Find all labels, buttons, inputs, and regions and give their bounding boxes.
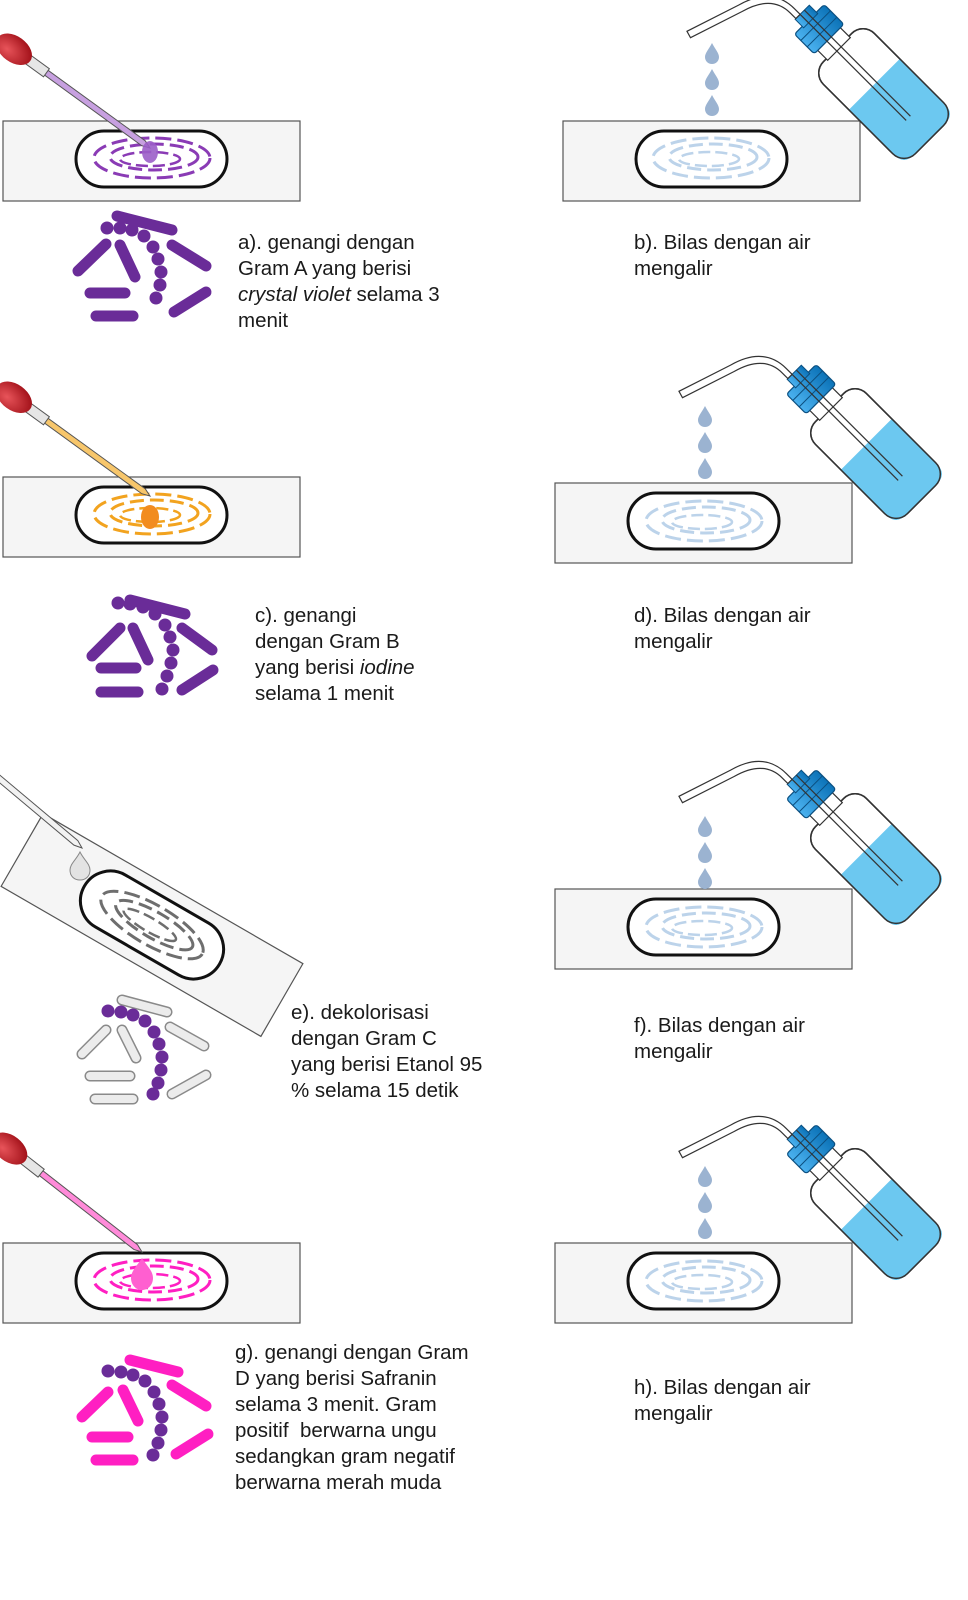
caption-emphasis: crystal violet xyxy=(238,283,351,306)
caption-f: f). Bilas dengan air mengalir xyxy=(634,1013,894,1065)
caption-line: mengalir xyxy=(634,1040,713,1063)
caption-d: d). Bilas dengan air mengalir xyxy=(634,603,894,655)
caption-b: b). Bilas dengan air mengalir xyxy=(634,230,894,282)
smear-outline xyxy=(634,129,789,189)
caption-line: d). Bilas dengan air xyxy=(634,604,811,627)
caption-text: yang berisi xyxy=(255,656,360,679)
bacteria-a xyxy=(72,210,212,322)
caption-line: e). dekolorisasi xyxy=(291,1001,429,1024)
water-drops xyxy=(698,406,712,479)
water-drops xyxy=(705,43,719,116)
dropper xyxy=(0,1132,144,1253)
caption-emphasis: iodine xyxy=(359,656,415,679)
water-drops xyxy=(698,1166,712,1239)
smear-outline xyxy=(626,897,781,957)
caption-line: b). Bilas dengan air xyxy=(634,231,811,254)
caption-line: c). genangi xyxy=(255,604,357,627)
caption-line: selama 1 menit xyxy=(255,682,395,705)
dropper xyxy=(0,33,152,149)
step-e-illustration xyxy=(0,761,304,1038)
step-f-illustration xyxy=(554,702,948,974)
caption-line: yang berisi Etanol 95 xyxy=(291,1053,483,1076)
caption-line: % selama 15 detik xyxy=(291,1079,459,1102)
stain-drop xyxy=(131,1258,153,1290)
caption-line: dengan Gram C xyxy=(291,1027,437,1050)
stain-drop xyxy=(141,505,159,529)
caption-line: f). Bilas dengan air xyxy=(634,1014,805,1037)
ethanol-drop xyxy=(69,850,91,881)
step-a-illustration xyxy=(0,33,301,202)
caption-h: h). Bilas dengan air mengalir xyxy=(634,1375,894,1427)
caption-line: crystal violet selama 3 xyxy=(238,282,488,308)
smear-outline xyxy=(78,869,226,981)
stain-drop xyxy=(142,141,158,163)
step-h-illustration xyxy=(554,1057,948,1329)
caption-line: sedangkan gram negatif xyxy=(235,1445,455,1468)
step-b-illustration xyxy=(562,0,956,209)
step-g-illustration xyxy=(0,1132,301,1324)
dropper xyxy=(0,761,84,849)
bacteria-g xyxy=(76,1354,214,1466)
dropper xyxy=(0,381,152,497)
caption-e: e). dekolorisasi dengan Gram C yang beri… xyxy=(291,1000,551,1104)
caption-line: mengalir xyxy=(634,257,713,280)
caption-line: positif berwarna ungu xyxy=(235,1419,437,1442)
caption-line: mengalir xyxy=(634,1402,713,1425)
caption-line: a). genangi dengan xyxy=(238,231,415,254)
caption-line: menit xyxy=(238,309,289,332)
caption-line: Gram A yang berisi xyxy=(238,257,412,280)
caption-g: g). genangi dengan Gram D yang berisi Sa… xyxy=(235,1340,525,1496)
step-c-illustration xyxy=(0,381,301,558)
caption-line: mengalir xyxy=(634,630,713,653)
caption-text: selama 3 xyxy=(350,283,440,306)
caption-a: a). genangi dengan Gram A yang berisi cr… xyxy=(238,230,488,334)
smear-outline xyxy=(626,1251,781,1311)
caption-line: h). Bilas dengan air xyxy=(634,1376,811,1399)
caption-c: c). genangi dengan Gram B yang berisi io… xyxy=(255,603,475,707)
smear-outline xyxy=(626,491,781,551)
caption-line: selama 3 menit. Gram xyxy=(235,1393,437,1416)
step-d-illustration xyxy=(554,297,948,569)
bacteria-e xyxy=(76,994,212,1105)
caption-line: D yang berisi Safranin xyxy=(235,1367,437,1390)
caption-line: yang berisi iodine xyxy=(255,655,475,681)
caption-line: g). genangi dengan Gram xyxy=(235,1341,469,1364)
bacteria-c xyxy=(86,594,219,698)
caption-line: dengan Gram B xyxy=(255,630,400,653)
water-drops xyxy=(698,816,712,889)
caption-line: berwarna merah muda xyxy=(235,1471,442,1494)
